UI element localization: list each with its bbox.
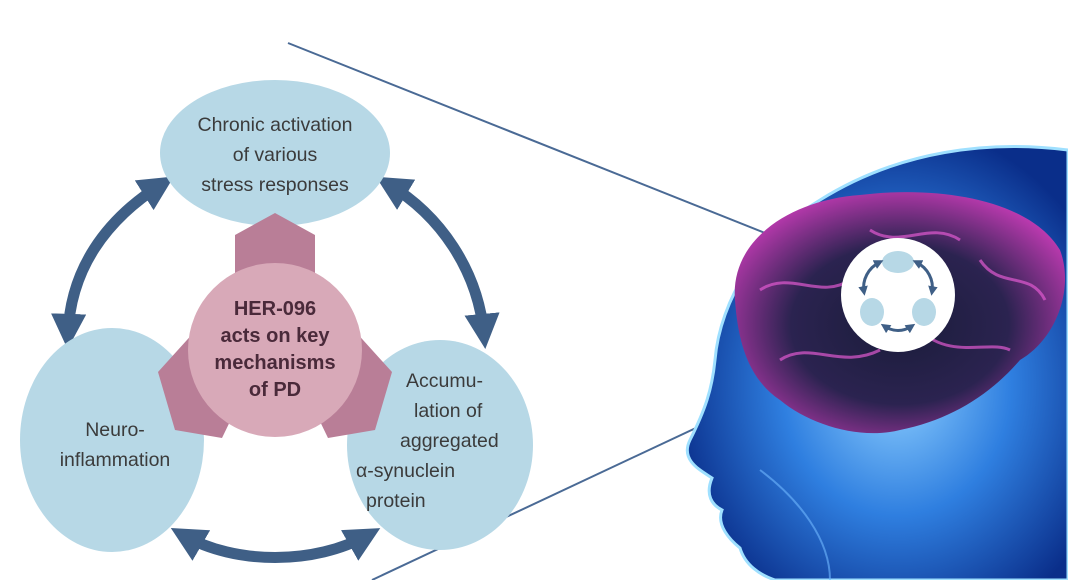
node-label-neuroinflammation: Neuro- inflammation xyxy=(45,415,185,475)
text-line: aggregated xyxy=(400,430,499,452)
node-neuroinflammation xyxy=(20,328,204,552)
text-line: acts on key xyxy=(220,325,330,347)
arrow-top-right xyxy=(375,176,500,350)
center-label: HER-096 acts on key mechanisms of PD xyxy=(195,296,355,404)
text-line: Neuro- xyxy=(85,419,145,441)
node-stress-responses xyxy=(160,80,390,226)
text-line: mechanisms xyxy=(214,352,336,374)
text-line: HER-096 xyxy=(233,298,317,320)
text-line: lation of xyxy=(414,400,483,422)
text-line: Accumu- xyxy=(406,370,483,392)
text-line: α-synuclein xyxy=(356,460,456,482)
text-line: of PD xyxy=(248,379,302,401)
arrow-top-left xyxy=(51,176,174,350)
node-label-synuclein: Accumu- lation of aggregated α-synuclein… xyxy=(354,366,504,516)
arrow-bottom xyxy=(170,527,381,563)
center-circle xyxy=(188,263,362,437)
zoom-line-top xyxy=(287,42,859,271)
mini-cycle-icon xyxy=(841,238,955,352)
text-line: protein xyxy=(366,490,426,512)
text-line: inflammation xyxy=(59,449,171,471)
node-label-stress: Chronic activation of various stress res… xyxy=(165,110,385,200)
text-line: of various xyxy=(232,144,318,166)
text-line: Chronic activation xyxy=(197,114,353,136)
text-line: stress responses xyxy=(201,174,349,196)
node-alpha-synuclein xyxy=(347,340,533,550)
